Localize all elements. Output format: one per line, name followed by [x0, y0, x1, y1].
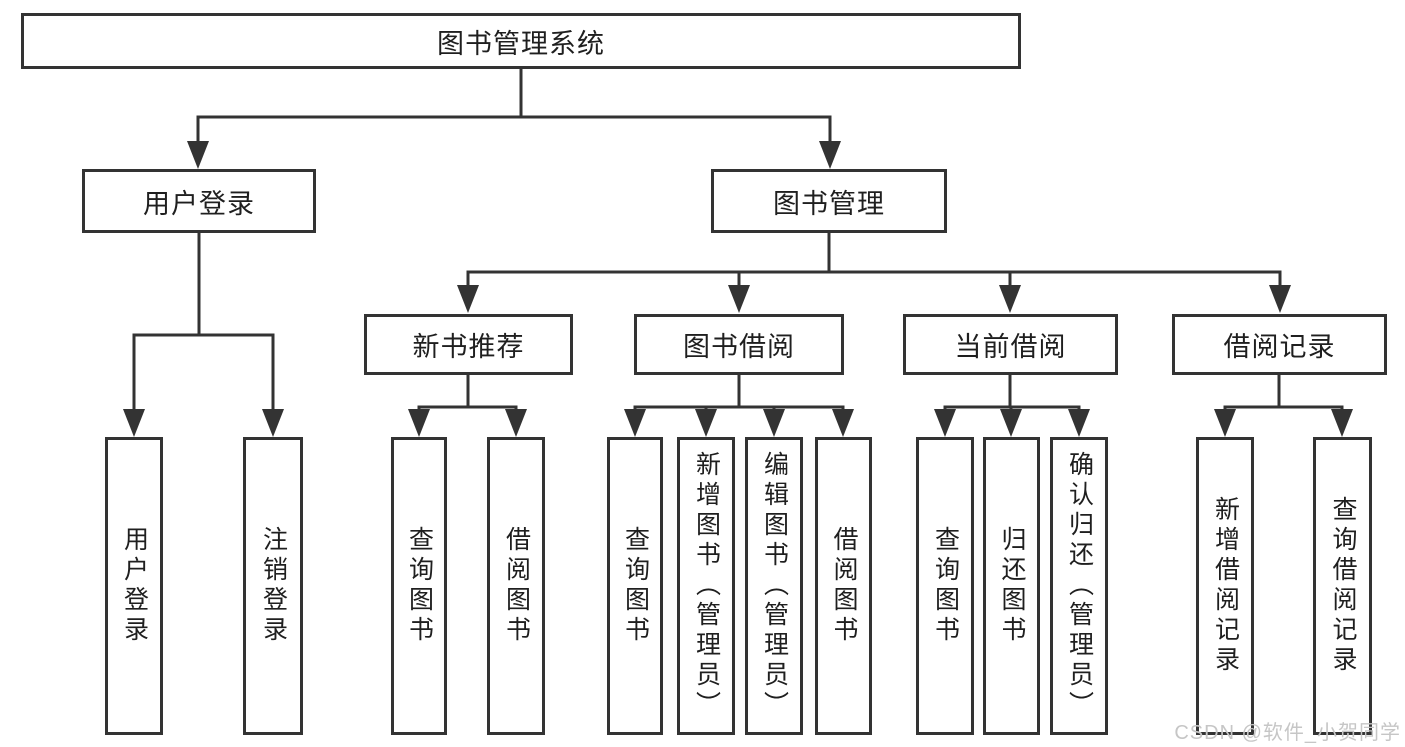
- node-new-book-recommendation-label: 新书推荐: [412, 332, 525, 362]
- leaf-user-login: 用户登录: [105, 437, 163, 735]
- leaf-logout-label: 注销登录: [259, 526, 288, 646]
- node-borrowing-records-label: 借阅记录: [1223, 332, 1336, 362]
- leaf-query-borrow-record: 查询借阅记录: [1313, 437, 1372, 735]
- csdn-watermark: CSDN @软件_小贺同学: [1174, 722, 1401, 744]
- leaf-edit-book-admin-label: 编辑图书（管理员）: [760, 451, 789, 721]
- node-library-system-label: 图书管理系统: [437, 28, 605, 59]
- leaf-borrow-books: 借阅图书: [815, 437, 872, 735]
- leaf-confirm-return-admin: 确认归还（管理员）: [1050, 437, 1108, 735]
- node-book-management-label: 图书管理: [773, 188, 885, 219]
- leaf-borrow-books-recommend-label: 借阅图书: [502, 526, 531, 646]
- node-current-borrowing: 当前借阅: [903, 314, 1118, 375]
- leaf-logout: 注销登录: [243, 437, 303, 735]
- leaf-query-books-borrowing: 查询图书: [607, 437, 663, 735]
- connector-level2-rail: [196, 115, 832, 143]
- node-borrowing-records: 借阅记录: [1172, 314, 1387, 375]
- leaf-query-books-recommend-label: 查询图书: [405, 526, 434, 646]
- leaf-confirm-return-admin-label: 确认归还（管理员）: [1065, 451, 1094, 721]
- arrowheads: [123, 141, 1353, 437]
- node-user-login-label: 用户登录: [143, 188, 255, 219]
- leaf-return-book: 归还图书: [983, 437, 1040, 735]
- leaf-query-books-current-label: 查询图书: [931, 526, 960, 646]
- connector-level3-rail: [466, 270, 1282, 286]
- leaf-query-books-borrowing-label: 查询图书: [621, 526, 650, 646]
- leaf-edit-book-admin: 编辑图书（管理员）: [745, 437, 803, 735]
- leaf-query-borrow-record-label: 查询借阅记录: [1329, 496, 1357, 676]
- node-book-management: 图书管理: [711, 169, 947, 233]
- node-book-borrowing-label: 图书借阅: [683, 332, 795, 362]
- connector-group1-split: [417, 375, 518, 410]
- node-current-borrowing-label: 当前借阅: [954, 332, 1067, 362]
- node-book-borrowing: 图书借阅: [634, 314, 844, 375]
- leaf-return-book-label: 归还图书: [998, 526, 1026, 646]
- leaf-add-book-admin-label: 新增图书（管理员）: [692, 451, 721, 721]
- leaf-borrow-books-recommend: 借阅图书: [487, 437, 545, 735]
- connector-group2-split: [633, 375, 845, 410]
- node-library-system: 图书管理系统: [21, 13, 1021, 69]
- leaf-query-books-recommend: 查询图书: [391, 437, 447, 735]
- leaf-user-login-label: 用户登录: [120, 526, 149, 646]
- connector-group3-split: [943, 375, 1081, 410]
- leaf-add-book-admin: 新增图书（管理员）: [677, 437, 735, 735]
- leaf-add-borrow-record: 新增借阅记录: [1196, 437, 1254, 735]
- leaf-query-books-current: 查询图书: [916, 437, 974, 735]
- connector-login-split: [132, 233, 275, 410]
- leaf-add-borrow-record-label: 新增借阅记录: [1211, 496, 1240, 676]
- leaf-borrow-books-label: 借阅图书: [830, 526, 858, 646]
- connector-group4-split: [1223, 375, 1344, 410]
- node-user-login: 用户登录: [82, 169, 316, 233]
- node-new-book-recommendation: 新书推荐: [364, 314, 573, 375]
